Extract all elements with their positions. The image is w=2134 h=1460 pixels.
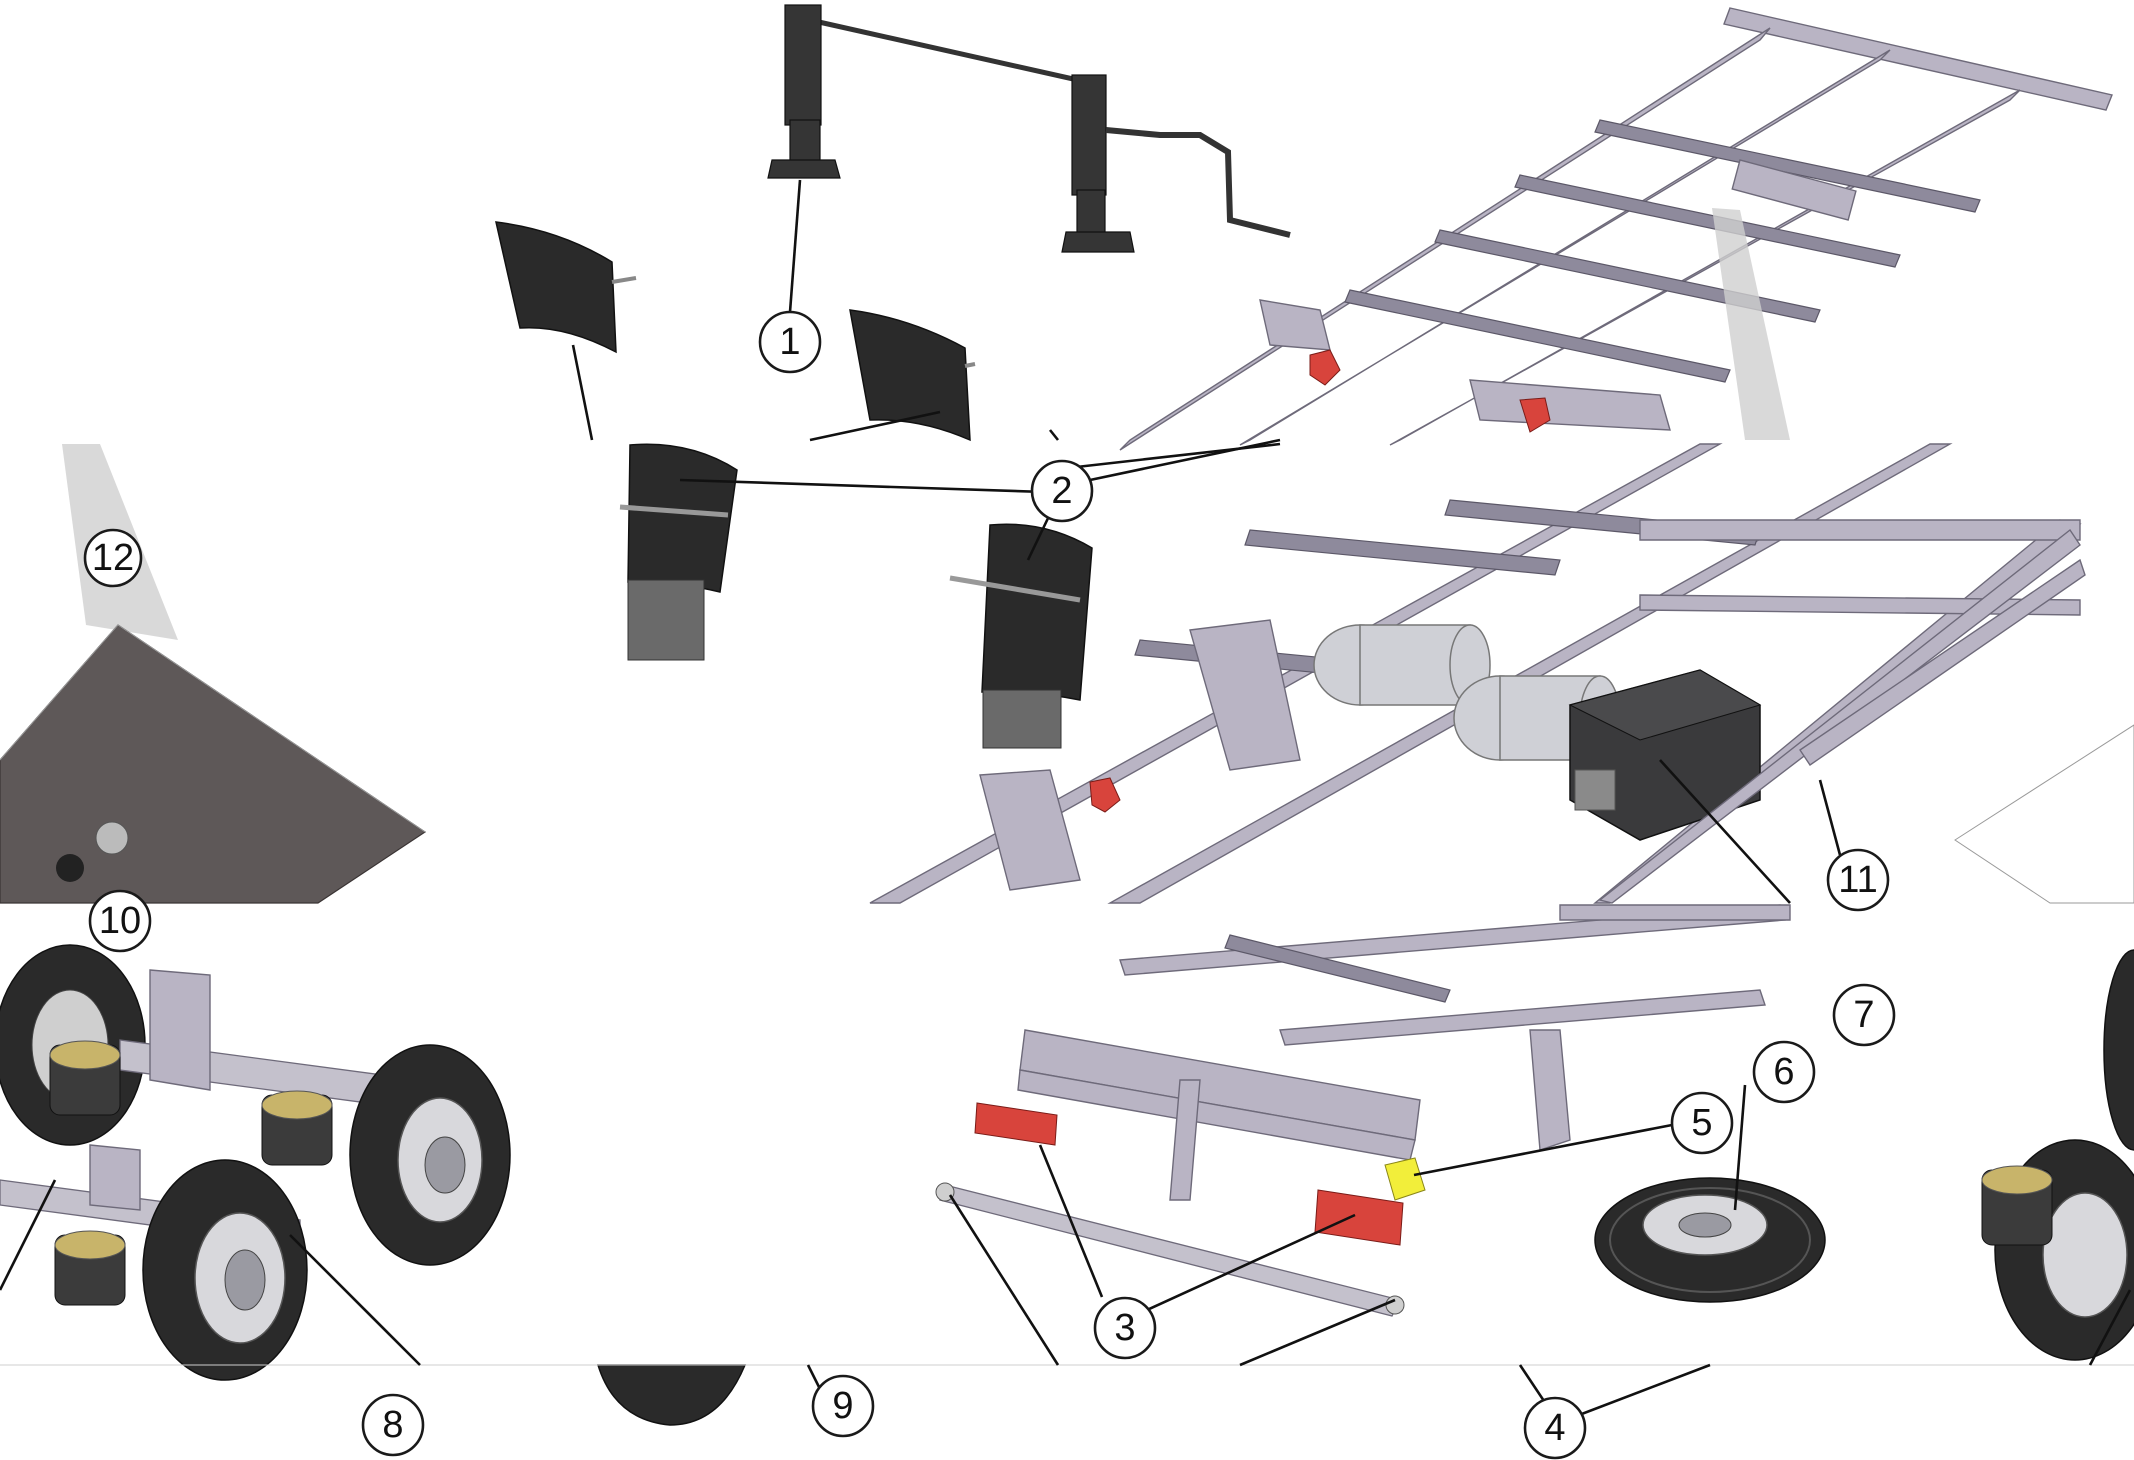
callout-3: 3 xyxy=(1093,1296,1157,1360)
mudguard-icon-front xyxy=(619,443,1093,749)
wheel-icon-fragment xyxy=(596,1364,747,1426)
callout-12-label: 12 xyxy=(92,537,134,579)
callout-1-label: 1 xyxy=(779,321,800,363)
callout-1: 1 xyxy=(758,310,822,374)
spare-wheel-icon xyxy=(1594,1177,1826,1303)
callout-6-label: 6 xyxy=(1773,1051,1794,1093)
floor-plate-right xyxy=(1954,724,2134,904)
axle-assembly-icon-right xyxy=(1981,949,2134,1361)
mudguard-icon xyxy=(495,221,976,442)
callout-6: 6 xyxy=(1752,1040,1816,1104)
middle-strip: 12 xyxy=(0,442,2134,912)
bottom-strip: 10 xyxy=(0,889,2134,1460)
wheel-icon xyxy=(142,1044,511,1381)
callout-10: 10 xyxy=(88,889,152,953)
callout-4-label: 4 xyxy=(1544,1407,1565,1449)
chassis-frame-top xyxy=(1119,7,2113,451)
callout-7: 7 xyxy=(1832,983,1896,1047)
detail-spotlight-top xyxy=(1712,208,1790,440)
side-guard-icon xyxy=(1598,528,2086,904)
callout-11: 11 xyxy=(1826,848,1890,912)
callout-8: 8 xyxy=(361,1393,425,1457)
callout-11-label: 11 xyxy=(1838,859,1877,901)
battery-box-icon xyxy=(1568,669,1762,841)
callout-3-label: 3 xyxy=(1114,1307,1135,1349)
callout-9-label: 9 xyxy=(832,1385,853,1427)
callout-12: 12 xyxy=(83,528,143,588)
callout-8-label: 8 xyxy=(382,1404,403,1446)
callout-5-label: 5 xyxy=(1691,1102,1712,1144)
top-strip: 1 xyxy=(495,4,2113,482)
callout-9: 9 xyxy=(811,1374,875,1438)
callout-7-label: 7 xyxy=(1853,994,1874,1036)
callout-2: 2 xyxy=(1030,459,1094,523)
marker-light-icon xyxy=(1384,1157,1426,1201)
chassis-frame-rear xyxy=(1017,904,1791,1201)
callout-2-label: 2 xyxy=(1051,470,1072,512)
callout-4: 4 xyxy=(1523,1396,1587,1460)
landing-gear-icon xyxy=(767,4,1291,253)
callout-10-label: 10 xyxy=(99,900,141,942)
floor-plate-icon xyxy=(0,444,427,904)
callout-5: 5 xyxy=(1670,1091,1734,1155)
rear-light-icon xyxy=(974,1102,1404,1246)
